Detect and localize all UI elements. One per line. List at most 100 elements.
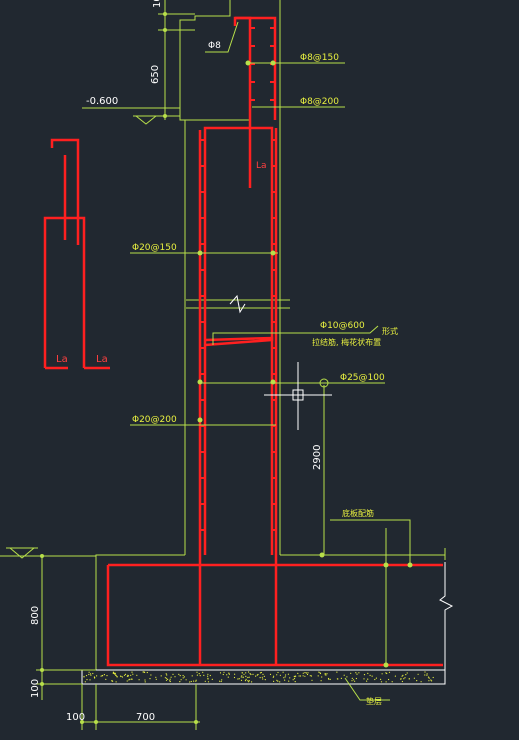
hatch-dot <box>299 675 302 677</box>
crosshair-box <box>292 389 304 401</box>
hatch-dot <box>195 679 197 681</box>
hatch-dot <box>404 677 406 679</box>
hatch-dot <box>406 672 408 674</box>
hatch-dot <box>371 675 373 677</box>
hatch-dot <box>402 674 404 677</box>
hatch-dot <box>106 675 108 677</box>
cushion-layer <box>81 669 446 685</box>
footing-break-symbol <box>439 562 454 670</box>
hatch-dot <box>193 680 195 682</box>
dim-tick <box>40 668 44 672</box>
hatch-dot <box>294 681 296 683</box>
hatch-dot <box>250 673 252 676</box>
hatch-dot <box>304 672 306 674</box>
hatch-dot <box>367 678 369 680</box>
hatch-dot <box>269 673 272 676</box>
hatch-dot <box>144 681 146 683</box>
hatch-dot <box>165 679 168 681</box>
hatch-dot <box>243 673 245 675</box>
hatch-dot <box>155 676 157 678</box>
hatch-dot <box>388 671 391 673</box>
hatch-dot <box>369 674 371 677</box>
hatch-dot <box>242 676 244 679</box>
hatch-dot <box>115 674 117 677</box>
hatch-dot <box>86 679 88 681</box>
hatch-dot <box>284 679 286 681</box>
hatch-dot <box>324 673 326 675</box>
hatch-dot <box>130 678 132 680</box>
hatch-dot <box>238 678 240 680</box>
hatch-dot <box>248 680 250 682</box>
hatch-dot <box>284 676 286 678</box>
marker-dot <box>197 417 203 423</box>
hatch-dot <box>88 673 90 676</box>
hatch-dot <box>196 671 198 673</box>
hatch-dot <box>306 673 309 676</box>
hatch-dot <box>350 672 352 674</box>
hatch-dot <box>149 678 151 680</box>
hatch-dot <box>428 677 430 679</box>
hatch-dot <box>352 679 355 681</box>
label-slab-bars: 底板配筋 <box>342 508 374 518</box>
hatch-dot <box>144 679 146 681</box>
hatch-dot <box>185 679 187 681</box>
hatch-dot <box>400 678 402 680</box>
dimension-texts: 100 650 800 100 100 700 2900 -0.600 <box>30 0 323 723</box>
dim-text-top-offset: 100 <box>152 0 163 8</box>
hatch-dot <box>169 680 171 683</box>
hatch-dot <box>138 679 140 681</box>
hatch-dot <box>417 673 419 675</box>
hatch-dot <box>83 675 85 678</box>
hatch-dot <box>282 671 284 673</box>
hatch-dot <box>100 675 102 677</box>
hatch-dot <box>394 675 396 677</box>
dim-tick <box>94 720 98 724</box>
hatch-dot <box>241 672 243 674</box>
hatch-dot <box>219 672 222 674</box>
hatch-dot <box>259 677 261 679</box>
dim-text-wall-top: 650 <box>150 65 161 84</box>
hatch-dot <box>129 678 131 680</box>
hatch-dot <box>174 676 176 678</box>
marker-dot <box>319 552 325 558</box>
footing-left-edge <box>95 554 185 670</box>
hatch-dot <box>172 673 174 676</box>
hatch-dot <box>298 675 300 677</box>
hatch-dot <box>305 672 307 674</box>
hatch-dot <box>261 676 263 678</box>
hatch-dot <box>320 680 322 682</box>
hatch-dot <box>146 671 148 674</box>
rebar-label-texts: Φ8 Φ8@150 Φ8@200 La Φ20@150 Φ10@600 拉结筋,… <box>132 41 398 706</box>
hatch-dot <box>248 676 250 678</box>
hatch-dot <box>245 672 247 674</box>
dim-tick <box>40 554 44 558</box>
hatch-dot <box>401 680 403 683</box>
hatch-dot <box>124 673 127 676</box>
hatch-dot <box>401 675 403 677</box>
hatch-dot <box>207 673 209 675</box>
hatch-dot <box>209 674 211 677</box>
hatch-dot <box>241 675 243 677</box>
leader-slab-top <box>330 519 411 565</box>
hatch-dot <box>84 681 86 683</box>
hatch-dot <box>307 672 309 674</box>
hatch-dot <box>207 678 209 680</box>
hatch-dot <box>351 680 353 682</box>
hatch-dot <box>294 676 296 678</box>
hatch-dot <box>166 674 168 676</box>
label-top-bar: Φ8 <box>208 41 221 51</box>
hatch-dot <box>244 680 247 682</box>
anchor-detail <box>43 138 110 370</box>
hatch-dot <box>408 678 410 680</box>
dim-text-wall-lower: 2900 <box>312 445 323 470</box>
hatch-dot <box>310 675 313 677</box>
hatch-dot <box>136 674 138 676</box>
cushion-hatch <box>83 671 434 683</box>
hatch-dot <box>293 678 296 680</box>
elevation-triangle <box>135 115 157 125</box>
hatch-dot <box>89 679 91 681</box>
anchor-label-left: La <box>56 354 68 365</box>
hatch-dot <box>285 674 287 676</box>
